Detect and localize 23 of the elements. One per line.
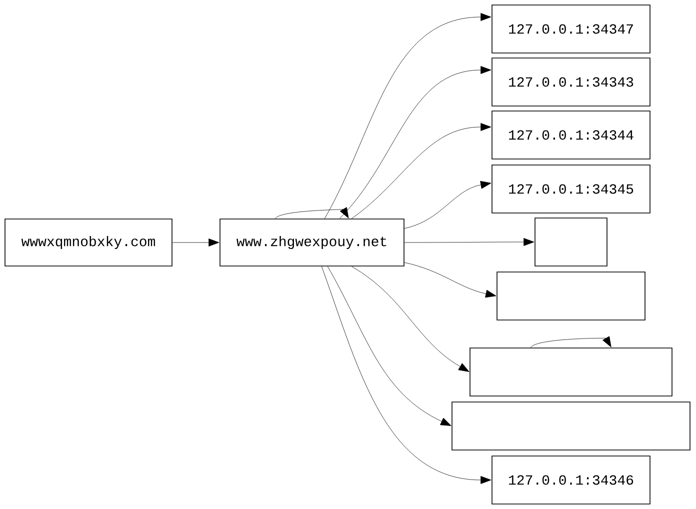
empty-box: [452, 402, 690, 450]
empty-box: [534, 218, 608, 266]
host-box: 127.0.0.1:34346: [492, 456, 650, 504]
arrow: [172, 238, 220, 246]
host-box: 127.0.0.1:34345: [492, 164, 650, 214]
empty-box: [496, 272, 646, 320]
host-box: 127.0.0.1:34347: [492, 4, 650, 54]
arrow: [404, 238, 534, 246]
host-box: 127.0.0.1:34344: [492, 110, 650, 160]
host-box: wwwxqmnobxky.com: [4, 218, 172, 266]
arrow: [351, 123, 492, 219]
arrow: [530, 336, 612, 348]
arrow: [404, 262, 496, 298]
host-box: 127.0.0.1:34343: [492, 58, 650, 106]
arrow: [339, 66, 492, 219]
arrow: [327, 266, 452, 426]
arrow: [321, 266, 492, 484]
arrow: [351, 266, 470, 372]
arrow: [275, 207, 349, 219]
arrow: [404, 180, 492, 229]
host-box: www.zhgwexpouy.net: [220, 218, 404, 266]
empty-box: [470, 348, 672, 396]
arrow: [324, 13, 492, 219]
